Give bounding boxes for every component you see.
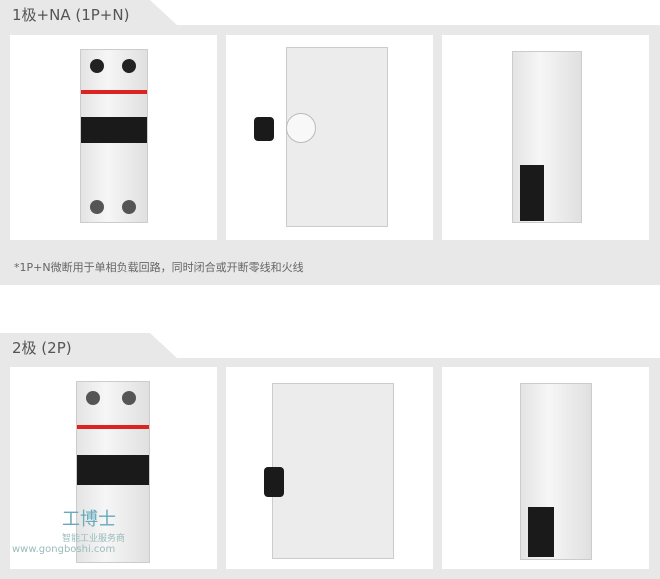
section-panel: *1P+N微断用于单相负载回路，同时闭合或开断零线和火线 — [0, 25, 660, 285]
caption: *1P+N微断用于单相负载回路，同时闭合或开断零线和火线 — [14, 261, 304, 274]
product-image-side[interactable] — [226, 367, 433, 569]
product-image-bottom[interactable] — [442, 367, 649, 569]
product-image-front[interactable] — [10, 35, 217, 240]
watermark-url: www.gongboshi.com — [12, 544, 116, 555]
section-title: 2极 (2P) — [0, 333, 178, 359]
product-image-bottom[interactable] — [442, 35, 649, 240]
watermark-subtitle: 智能工业服务商 — [62, 534, 126, 544]
section-panel — [0, 358, 660, 579]
section-title: 1极+NA (1P+N) — [0, 0, 178, 26]
product-image-front[interactable] — [10, 367, 217, 569]
watermark-brand: 工博士 — [62, 509, 116, 530]
watermark-logo: 工博士 智能工业服务商 www.gongboshi.com — [12, 505, 125, 555]
product-image-side[interactable] — [226, 35, 433, 240]
